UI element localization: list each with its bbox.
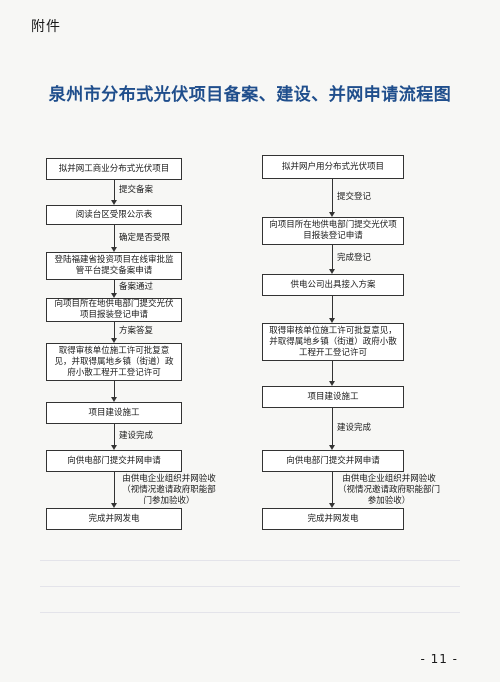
right-step-3: 供电公司出具接入方案 (262, 274, 404, 296)
left-label-3: 备案通过 (119, 282, 154, 292)
right-label-6: 由供电企业组织并网验收（视情况邀请政府职能部门参加验收） (337, 474, 440, 506)
right-step-7: 完成并网发电 (262, 508, 404, 530)
left-label-6: 建设完成 (119, 431, 154, 441)
right-label-1: 提交登记 (337, 192, 372, 202)
page-title: 泉州市分布式光伏项目备案、建设、并网申请流程图 (48, 85, 452, 105)
right-label-5: 建设完成 (337, 423, 372, 433)
attachment-label: 附件 (31, 19, 61, 35)
right-step-2: 向项目所在地供电部门提交光伏项目报装登记申请 (262, 217, 404, 245)
left-step-1: 拟并网工商业分布式光伏项目 (46, 158, 182, 180)
left-step-7: 向供电部门提交并网申请 (46, 450, 182, 472)
left-label-2: 确定是否受限 (119, 233, 171, 243)
left-label-4: 方案答复 (119, 326, 154, 336)
right-step-5: 项目建设施工 (262, 386, 404, 408)
left-step-2: 阅读台区受限公示表 (46, 205, 182, 225)
ghost-line (40, 586, 460, 587)
left-step-8: 完成并网发电 (46, 508, 182, 530)
page-number: - 11 - (420, 652, 458, 666)
right-step-4: 取得审核单位施工许可批复意见，并取得属地乡镇（街道）政府小散工程开工登记许可 (262, 323, 404, 361)
left-label-1: 提交备案 (119, 185, 154, 195)
left-step-6: 项目建设施工 (46, 402, 182, 424)
left-label-7: 由供电企业组织并网验收（视情况邀请政府职能部门参加验收） (122, 474, 216, 506)
ghost-line (40, 560, 460, 561)
left-step-3: 登陆福建省投资项目在线审批监管平台提交备案申请 (46, 252, 182, 280)
right-label-2: 完成登记 (337, 253, 372, 263)
left-step-5: 取得审核单位施工许可批复意见，并取得属地乡镇（街道）政府小散工程开工登记许可 (46, 343, 182, 381)
ghost-line (40, 612, 460, 613)
left-step-4: 向项目所在地供电部门提交光伏项目报装登记申请 (46, 298, 182, 322)
right-step-1: 拟并网户用分布式光伏项目 (262, 155, 404, 179)
right-step-6: 向供电部门提交并网申请 (262, 450, 404, 472)
